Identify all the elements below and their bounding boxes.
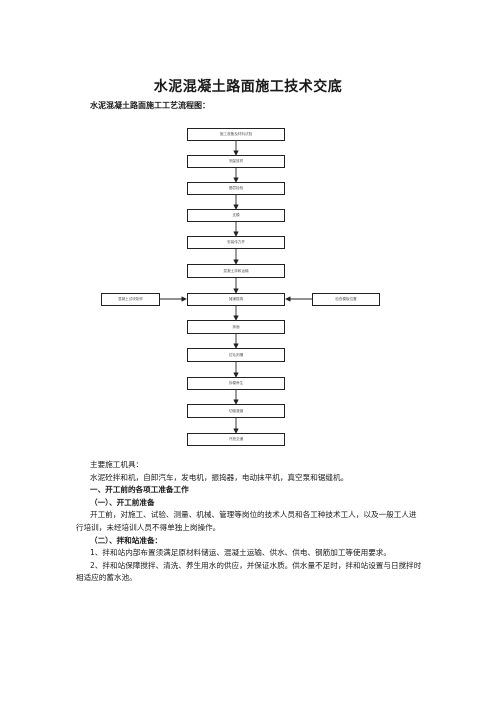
flow-step-base-inspection: 基层检验 <box>187 182 285 195</box>
flow-step-joint-cutting-sealing: 切缝灌缝 <box>187 404 285 418</box>
flowchart-connectors <box>160 141 312 434</box>
document-body: 主要施工机具： 水泥砼拌和机，自卸汽车，发电机，振捣器，电动抹平机，真空泵和锯缝… <box>76 459 424 585</box>
flow-step-mixing-transport: 混凝土拌和运输 <box>187 264 285 278</box>
flow-side-step-check-formwork: 检查模板位置 <box>312 293 380 306</box>
flow-step-form-removal-curing: 拆模养生 <box>187 377 285 390</box>
flow-step-formwork: 支模 <box>187 209 285 222</box>
flow-step-prep-and-material-test: 施工准备及材料试验 <box>187 128 285 141</box>
equipment-list: 水泥砼拌和机，自卸汽车，发电机，振捣器，电动抹平机，真空泵和锯缝机。 <box>90 472 349 482</box>
subsection-2-heading: （二）、拌和站准备： <box>90 535 163 545</box>
process-flowchart: 施工准备及材料试验 测量放样 基层检验 支模 安装传力杆 混凝土拌和运输 摊铺振… <box>101 128 380 446</box>
equipment-heading: 主要施工机具： <box>90 460 144 469</box>
flowchart-caption: 水泥混凝土路面施工工艺流程图： <box>90 101 210 110</box>
flow-side-step-test-specimens: 混凝土试块制作 <box>101 293 160 306</box>
subsection-1-heading: （一）、开工前准备 <box>90 497 155 507</box>
flow-step-dowel-install: 安装传力杆 <box>187 236 285 249</box>
item-2-text: 2、拌和站保障搅拌、清洗、养生用水的供应，并保证水质。供水量不足时，拌和站设置与… <box>76 560 422 583</box>
item-1-text: 1、拌和站内部布置须满足原材料储运、混凝土运输、供水、供电、钢筋加工等使用要求。 <box>90 548 391 558</box>
flow-step-survey-layout: 测量放样 <box>187 155 285 168</box>
flow-step-surface-finishing: 抹面 <box>187 320 285 334</box>
flow-step-texturing-grooving: 拉毛刻槽 <box>187 348 285 362</box>
section-1-heading: 一、开工前的各项工准备工作 <box>90 485 189 495</box>
document-title: 水泥混凝土路面施工技术交底 <box>153 79 343 95</box>
flow-step-paving-vibrating: 摊铺振捣 <box>187 293 285 306</box>
subsection-1-text: 开工前，对施工、试验、测量、机械、管理等岗位的技术人员和各工种技术工人，以及一般… <box>76 510 417 532</box>
flow-step-open-to-traffic: 开放交通 <box>187 433 285 446</box>
